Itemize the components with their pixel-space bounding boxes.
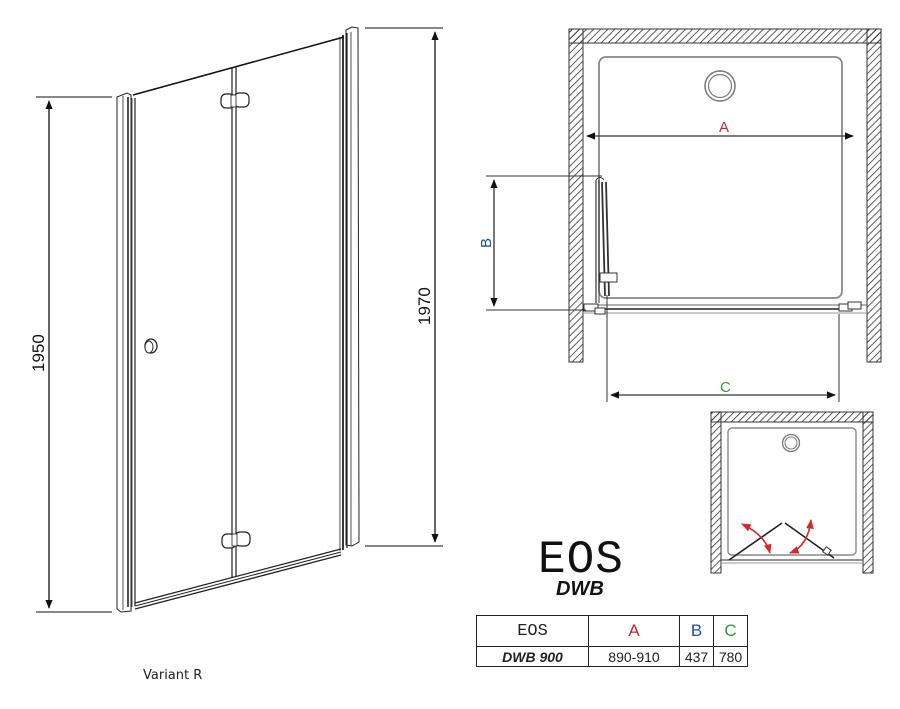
hinge-bottom-icon	[221, 531, 251, 549]
height-label-right: 1970	[415, 287, 434, 325]
hinge-top-icon	[220, 92, 250, 109]
header-b: B	[679, 615, 714, 647]
product-name: EOS	[538, 534, 624, 586]
front-view	[36, 26, 443, 613]
cell-b: 437	[679, 646, 714, 667]
table-row: DWB 900 890-910 437 780	[476, 646, 748, 667]
plan-view-small	[710, 411, 874, 574]
door-knob-icon	[144, 338, 158, 354]
dimension-b-label: B	[478, 238, 495, 248]
header-model: EOS	[476, 615, 589, 647]
product-model: DWB	[556, 578, 604, 600]
spec-table: EOS A B C DWB 900 890-910 437 780	[476, 615, 748, 667]
spec-table-header: EOS A B C	[476, 615, 748, 647]
cell-c: 780	[713, 646, 748, 667]
variant-label: Variant R	[143, 668, 203, 683]
header-c: C	[713, 615, 748, 647]
height-label-left: 1950	[29, 334, 48, 372]
dimension-c-label: C	[720, 379, 731, 396]
header-a: A	[588, 615, 680, 647]
cell-a: 890-910	[588, 646, 680, 667]
plan-view-large	[486, 28, 882, 402]
cell-model: DWB 900	[476, 646, 589, 667]
dimension-a-label: A	[719, 119, 729, 136]
